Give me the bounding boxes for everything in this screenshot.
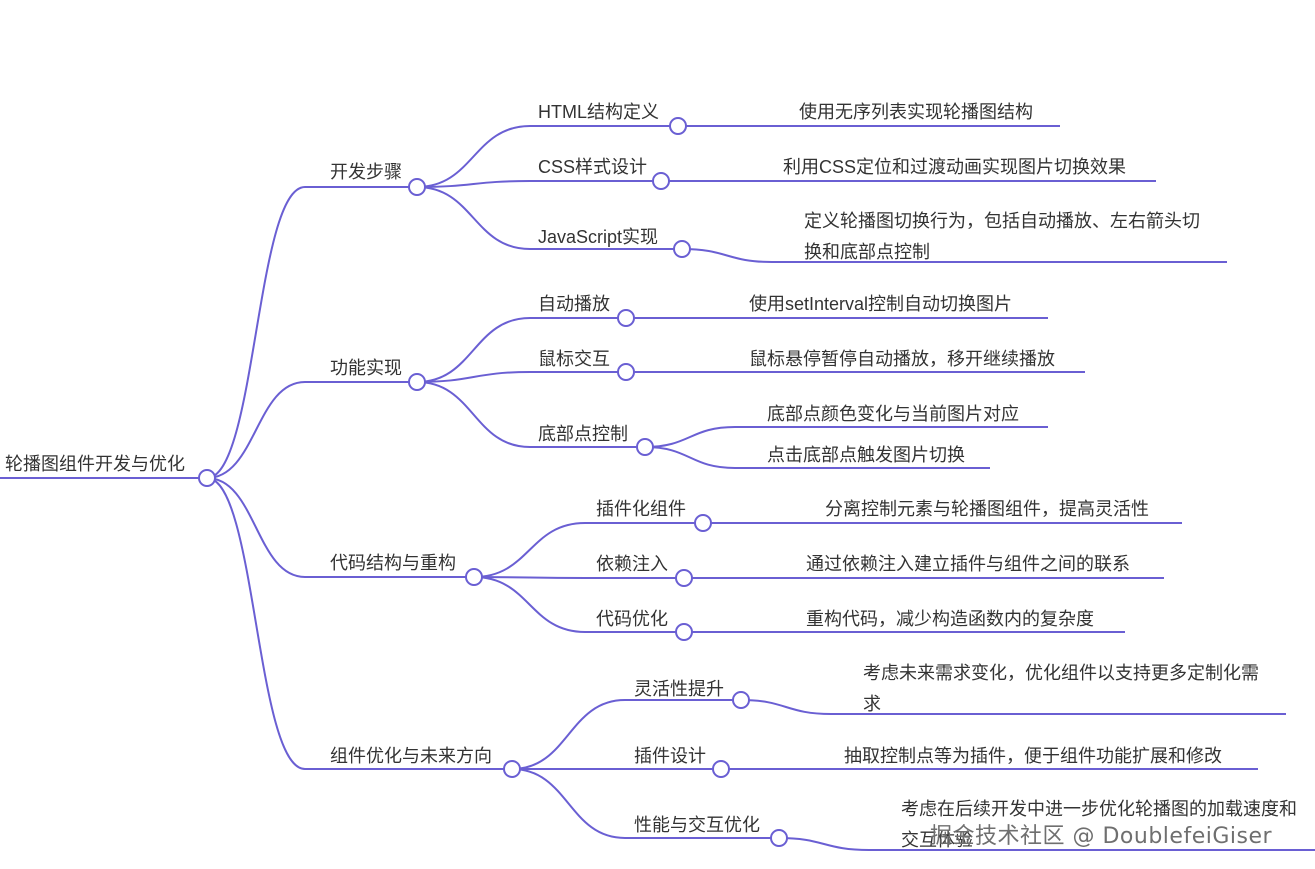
child-node-dot-1-2[interactable] bbox=[636, 438, 654, 456]
edge-child-0-2-to-leaf-0 bbox=[681, 248, 773, 263]
child-label-plugin: 插件化组件 bbox=[596, 499, 686, 519]
child-label-css: CSS样式设计 bbox=[538, 157, 648, 177]
watermark: 掘金技术社区 @ DoublefeiGiser bbox=[930, 824, 1273, 849]
edge-child-3-0-to-leaf-0 bbox=[740, 699, 832, 715]
child-node-dot-0-0[interactable] bbox=[669, 117, 687, 135]
branch-label-features: 功能实现 bbox=[330, 358, 402, 378]
connector-lines bbox=[0, 125, 1315, 851]
child-node-dot-0-1[interactable] bbox=[652, 172, 670, 190]
leaf-label-css: 利用CSS定位和过渡动画实现图片切换效果 bbox=[783, 157, 1127, 177]
child-node-dot-1-0[interactable] bbox=[617, 309, 635, 327]
edge-root-to-branch-1 bbox=[206, 381, 306, 479]
edge-branch-0-to-child-2 bbox=[416, 186, 531, 250]
branch-node-dot-2[interactable] bbox=[465, 568, 483, 586]
child-node-dot-3-0[interactable] bbox=[732, 691, 750, 709]
child-node-dot-2-0[interactable] bbox=[694, 514, 712, 532]
edge-root-to-branch-3 bbox=[206, 477, 306, 770]
edge-branch-2-to-child-0 bbox=[473, 522, 586, 578]
edge-child-1-2-to-leaf-1 bbox=[644, 446, 736, 469]
branch-node-dot-1[interactable] bbox=[408, 373, 426, 391]
child-label-perf: 性能与交互优化 bbox=[634, 815, 760, 835]
edge-branch-2-to-child-2 bbox=[473, 576, 586, 633]
child-label-plugindesign: 插件设计 bbox=[634, 746, 706, 766]
edge-branch-1-to-child-2 bbox=[416, 381, 531, 448]
edge-branch-2-to-child-1 bbox=[473, 576, 586, 579]
leaf-label-autoplay: 使用setInterval控制自动切换图片 bbox=[749, 294, 1013, 314]
root-node-dot[interactable] bbox=[198, 469, 216, 487]
child-node-dot-3-2[interactable] bbox=[770, 829, 788, 847]
leaf-label-plugindesign: 抽取控制点等为插件，便于组件功能扩展和修改 bbox=[844, 746, 1222, 766]
leaf-label-codeopt: 重构代码，减少构造函数内的复杂度 bbox=[806, 609, 1094, 629]
edge-root-to-branch-0 bbox=[206, 186, 306, 479]
branch-node-dot-0[interactable] bbox=[408, 178, 426, 196]
child-label-di: 依赖注入 bbox=[596, 554, 668, 574]
edge-child-3-2-to-leaf-0 bbox=[778, 837, 870, 851]
node-circles bbox=[198, 117, 788, 847]
edge-child-1-2-to-leaf-0 bbox=[644, 426, 736, 448]
child-label-html: HTML结构定义 bbox=[538, 102, 659, 122]
leaf-label-perf: 考虑在后续开发中进一步优化轮播图的加载速度和交互体验 bbox=[901, 799, 1297, 850]
branch-label-dev-steps: 开发步骤 bbox=[330, 162, 402, 182]
child-node-dot-2-2[interactable] bbox=[675, 623, 693, 641]
child-node-dot-1-1[interactable] bbox=[617, 363, 635, 381]
edge-branch-3-to-child-0 bbox=[511, 699, 626, 770]
root-node-label: 轮播图组件开发与优化 bbox=[5, 454, 185, 474]
leaf-label-js: 定义轮播图切换行为，包括自动播放、左右箭头切换和底部点控制 bbox=[804, 211, 1200, 262]
branch-label-future: 组件优化与未来方向 bbox=[330, 746, 492, 766]
child-label-mouse: 鼠标交互 bbox=[538, 349, 610, 369]
child-label-codeopt: 代码优化 bbox=[596, 609, 668, 629]
branch-node-dot-3[interactable] bbox=[503, 760, 521, 778]
child-node-dot-0-2[interactable] bbox=[673, 240, 691, 258]
branch-label-refactor: 代码结构与重构 bbox=[330, 553, 456, 573]
leaf-label-html: 使用无序列表实现轮播图结构 bbox=[799, 102, 1033, 122]
child-label-autoplay: 自动播放 bbox=[538, 294, 610, 314]
edge-branch-0-to-child-1 bbox=[416, 180, 531, 188]
edge-branch-0-to-child-0 bbox=[416, 125, 531, 188]
leaf-label-flex: 考虑未来需求变化，优化组件以支持更多定制化需求 bbox=[863, 663, 1259, 714]
child-label-flex: 灵活性提升 bbox=[634, 679, 724, 699]
leaf-label-mouse: 鼠标悬停暂停自动播放，移开继续播放 bbox=[749, 349, 1055, 369]
edge-branch-1-to-child-0 bbox=[416, 317, 531, 383]
leaf-label-plugin: 分离控制元素与轮播图组件，提高灵活性 bbox=[825, 499, 1149, 519]
edge-branch-1-to-child-1 bbox=[416, 371, 531, 383]
child-label-dots: 底部点控制 bbox=[538, 424, 628, 444]
child-node-dot-2-1[interactable] bbox=[675, 569, 693, 587]
leaf-label-dots-2: 点击底部点触发图片切换 bbox=[767, 445, 965, 465]
leaf-label-dots-1: 底部点颜色变化与当前图片对应 bbox=[767, 404, 1019, 424]
child-label-js: JavaScript实现 bbox=[538, 227, 659, 247]
leaf-label-di: 通过依赖注入建立插件与组件之间的联系 bbox=[806, 554, 1130, 574]
child-node-dot-3-1[interactable] bbox=[712, 760, 730, 778]
edge-root-to-branch-2 bbox=[206, 477, 306, 578]
edge-branch-3-to-child-2 bbox=[511, 768, 626, 839]
